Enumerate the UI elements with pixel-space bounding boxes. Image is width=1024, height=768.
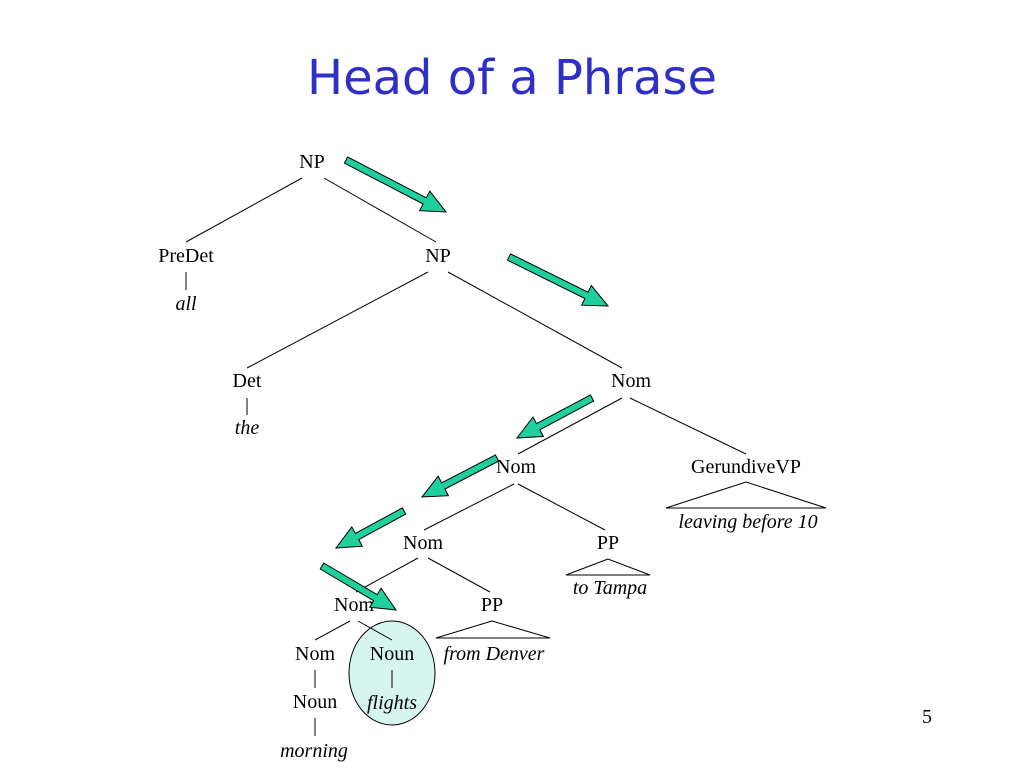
word-flights: flights [367, 692, 417, 714]
edge-nom-nom-3 [355, 557, 419, 593]
triangle-pp-from-denver [435, 620, 551, 639]
node-pp-2: PP [481, 594, 503, 616]
word-to-tampa: to Tampa [573, 577, 647, 599]
edge-nom-nom-2 [423, 483, 515, 531]
node-noun-modifier: Noun [293, 691, 337, 713]
head-arrow-3 [515, 394, 595, 439]
node-nom-4: Nom [334, 594, 374, 616]
page-number: 5 [922, 706, 932, 728]
node-noun-head: Noun [370, 643, 414, 665]
triangle-gerundivevp [665, 481, 827, 509]
head-arrow-1 [343, 156, 448, 213]
head-arrow-shape [343, 156, 448, 213]
head-arrow-2 [506, 253, 610, 307]
edge-np-predet [185, 177, 303, 243]
node-det: Det [233, 370, 262, 392]
head-arrow-5 [334, 507, 407, 549]
edge-np-nom [447, 271, 623, 369]
word-all: all [175, 293, 197, 315]
word-from-denver: from Denver [444, 643, 545, 665]
node-np: NP [425, 245, 451, 267]
edge-nom-nom-4 [314, 620, 351, 641]
node-nom-2: Nom [496, 456, 536, 478]
node-nom-5: Nom [295, 643, 335, 665]
head-arrow-4 [420, 454, 500, 498]
edge-nom-pp [517, 483, 606, 531]
head-arrow-shape [420, 454, 500, 498]
node-predet: PreDet [158, 245, 214, 267]
triangle-pp-to-tampa [565, 558, 651, 576]
head-arrow-shape [334, 507, 407, 549]
node-nom-3: Nom [403, 532, 443, 554]
edge-nom-nom [517, 397, 623, 455]
node-np-root: NP [299, 151, 325, 173]
node-nom-1: Nom [611, 370, 651, 392]
edge-np-np [323, 177, 437, 243]
word-leaving-before-10: leaving before 10 [678, 511, 817, 533]
slide-title: Head of a Phrase [306, 50, 717, 106]
head-arrow-shape [515, 394, 595, 439]
node-pp-1: PP [597, 532, 619, 554]
edge-nom-noun [357, 620, 393, 641]
word-the: the [235, 417, 260, 439]
tree-edges [185, 177, 827, 736]
head-arrow-6 [319, 562, 398, 611]
tree-terminal-words: all the leaving before 10 to Tampa from … [175, 293, 817, 762]
edge-nom-pp-2 [427, 557, 491, 593]
head-arrow-shape [506, 253, 610, 307]
node-gerundivevp: GerundiveVP [691, 456, 801, 478]
edge-nom-gerundivevp [629, 397, 747, 455]
edge-np-det [246, 271, 429, 369]
head-arrows [319, 156, 610, 611]
word-morning: morning [280, 740, 348, 762]
head-arrow-shape [319, 562, 398, 611]
tree-node-labels: NP PreDet NP Det Nom Nom GerundiveVP Nom… [158, 151, 801, 713]
